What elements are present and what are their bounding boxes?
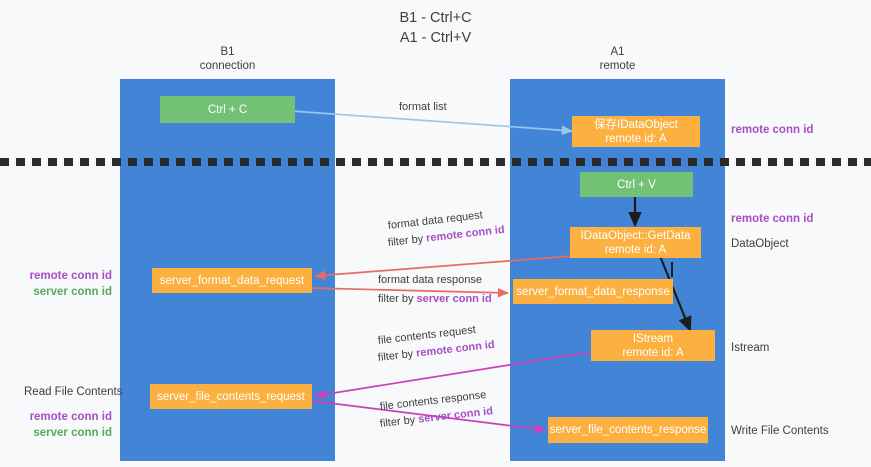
node-idataobject-getdata-sub: remote id: A [604, 243, 667, 256]
annotation-left-file-remote-conn-id: remote conn id [29, 411, 112, 423]
annotation-right-istream-label: Istream [731, 342, 770, 354]
node-idataobject-getdata[interactable]: IDataObject::GetData remote id: A [570, 227, 701, 258]
node-server-file-contents-request-label: server_file_contents_request [157, 390, 305, 403]
title-line-2: A1 - Ctrl+V [399, 30, 472, 46]
trust-boundary-divider [0, 158, 871, 166]
annotation-right-istream: Istream [731, 340, 769, 356]
node-idataobject-getdata-label: IDataObject::GetData [580, 229, 691, 242]
annotation-right-getdata-dataobject: DataObject [731, 238, 789, 250]
node-server-format-data-response-label: server_format_data_response [516, 285, 670, 298]
edge-label-format-data-response: format data response filter by server co… [378, 272, 492, 308]
edge-label-format-data-request: format data request filter by remote con… [387, 209, 505, 252]
annotation-right-top-remote-conn-id: remote conn id [731, 124, 814, 136]
annotation-left-file-server-conn-id: server conn id [33, 427, 112, 439]
lane-header-a1-name: A1 [610, 46, 625, 58]
node-istream[interactable]: IStream remote id: A [591, 330, 715, 361]
annotation-right-write-file-contents: Write File Contents [731, 423, 829, 439]
filter-by-prefix-3: filter by [377, 347, 417, 364]
filter-by-server-conn-id: server conn id [416, 293, 492, 305]
node-ctrl-c[interactable]: Ctrl + C [160, 96, 295, 123]
lane-header-b1: B1 connection [120, 45, 335, 73]
node-server-file-contents-response[interactable]: server_file_contents_response [548, 417, 708, 443]
node-save-idataobject-sub: remote id: A [605, 132, 667, 145]
annotation-right-getdata-remote-conn-id: remote conn id [731, 213, 814, 225]
node-server-format-data-response[interactable]: server_format_data_response [513, 279, 673, 304]
node-server-file-contents-response-label: server_file_contents_response [549, 424, 707, 436]
edge-label-format-data-response-line2: filter by server conn id [378, 291, 492, 308]
annotation-left-file-read-file-contents: Read File Contents [24, 386, 123, 398]
node-server-format-data-request-label: server_format_data_request [159, 274, 305, 287]
lane-header-a1-role: remote [599, 60, 636, 72]
annotation-left-format-remote-conn-id: remote conn id [29, 270, 112, 282]
filter-by-prefix: filter by [387, 232, 427, 249]
title-line-1: B1 - Ctrl+C [399, 10, 472, 26]
node-ctrl-v-label: Ctrl + V [617, 178, 656, 191]
edge-label-file-contents-response: file contents response filter by server … [379, 389, 494, 433]
annotation-right-top: remote conn id [731, 122, 813, 138]
annotation-left-format: remote conn id server conn id [24, 268, 112, 300]
edge-label-file-contents-request: file contents request filter by remote c… [377, 324, 495, 367]
filter-by-prefix-2: filter by [378, 293, 417, 305]
node-server-file-contents-request[interactable]: server_file_contents_request [150, 384, 312, 409]
annotation-right-write-file-contents-label: Write File Contents [731, 425, 829, 437]
node-istream-label: IStream [632, 332, 674, 345]
edge-label-format-list: format list [399, 99, 447, 116]
node-save-idataobject[interactable]: 保存IDataObject remote id: A [572, 116, 700, 147]
node-save-idataobject-label: 保存IDataObject [594, 118, 678, 131]
node-istream-sub: remote id: A [622, 346, 684, 359]
annotation-left-file: Read File Contents remote conn id server… [24, 384, 123, 441]
lane-header-a1: A1 remote [510, 45, 725, 73]
edge-label-format-data-response-line1: format data response [378, 274, 482, 286]
lane-header-b1-role: connection [199, 60, 256, 72]
diagram-title: B1 - Ctrl+C A1 - Ctrl+V [0, 8, 871, 48]
node-ctrl-c-label: Ctrl + C [207, 103, 248, 116]
node-server-format-data-request[interactable]: server_format_data_request [152, 268, 312, 293]
annotation-right-getdata: remote conn id DataObject [731, 211, 813, 252]
node-ctrl-v[interactable]: Ctrl + V [580, 172, 693, 197]
edge-label-format-list-line1: format list [399, 101, 447, 113]
filter-by-prefix-4: filter by [379, 413, 419, 430]
lane-header-b1-name: B1 [220, 46, 235, 58]
annotation-left-format-server-conn-id: server conn id [33, 286, 112, 298]
